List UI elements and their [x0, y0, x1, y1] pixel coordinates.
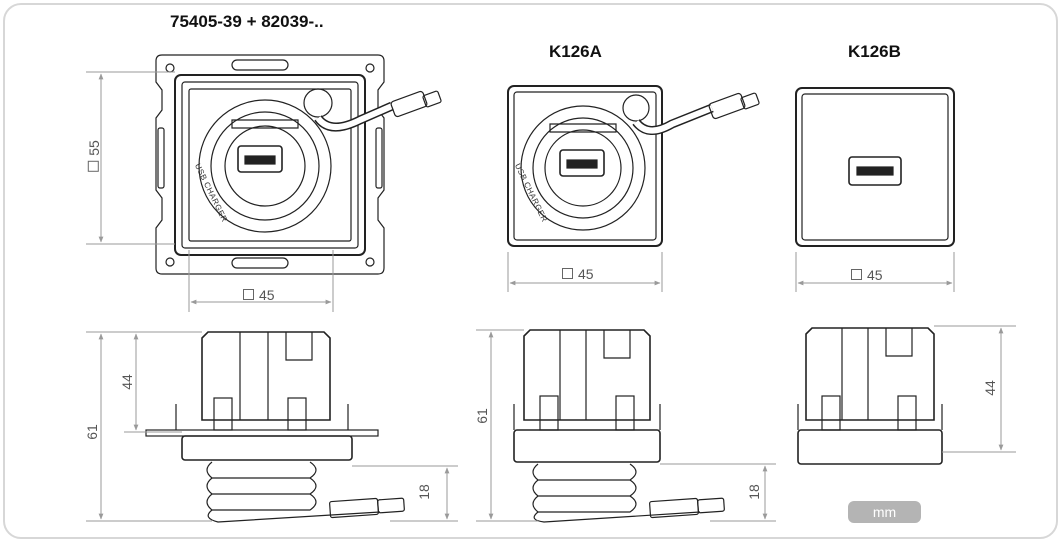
square-symbol — [562, 268, 573, 279]
usb-plug — [708, 92, 746, 120]
plate-tab-right — [375, 127, 383, 189]
cover-frame-outer — [174, 74, 366, 256]
title-product3: K126B — [848, 42, 901, 61]
dim-p1-width: 45 — [243, 287, 275, 303]
dim-p3-width: 45 — [851, 267, 883, 283]
mounting-plate-edge — [145, 429, 379, 437]
dim-p2-total: 61 — [473, 408, 490, 424]
dim-value: 45 — [578, 266, 594, 282]
base — [181, 435, 353, 461]
dim-value: 45 — [867, 267, 883, 283]
insert-tab — [549, 123, 617, 133]
usb-port-tongue — [856, 166, 894, 176]
product1-side-view — [145, 331, 405, 523]
body-top — [523, 329, 651, 421]
dim-value: 45 — [259, 287, 275, 303]
product2-front-view — [507, 85, 760, 247]
square-symbol — [87, 160, 99, 172]
p1-front-dims — [86, 71, 334, 312]
clip-left — [539, 395, 559, 431]
body-top — [805, 327, 935, 421]
unit-badge: mm — [848, 501, 921, 523]
round-insert-ring — [210, 111, 320, 221]
dim-value: 55 — [85, 140, 102, 156]
screw-bl — [165, 257, 175, 267]
dim-p1-body: 44 — [118, 374, 135, 390]
usb-port — [559, 149, 605, 177]
title-product1: 75405-39 + 82039-.. — [170, 12, 324, 31]
round-insert-outer — [198, 99, 332, 233]
usb-plug-tip — [377, 497, 405, 514]
round-insert-inner — [224, 125, 306, 207]
coiled-cable — [532, 463, 701, 523]
screw-br — [365, 257, 375, 267]
round-insert-inner — [544, 129, 622, 207]
product1-front-view — [155, 54, 442, 275]
usb-plug — [390, 90, 428, 118]
screw-tl — [165, 63, 175, 73]
dim-p1-cable: 18 — [415, 484, 432, 500]
drawing-frame — [3, 3, 1058, 539]
product3-front-view — [795, 87, 955, 247]
base — [797, 429, 943, 465]
p3-front-dims — [795, 252, 955, 292]
base — [513, 429, 661, 463]
square-symbol — [243, 289, 254, 300]
cover-frame-inner — [181, 81, 359, 249]
p1-side-dims — [86, 331, 458, 522]
cover-outer — [795, 87, 955, 247]
clip-right — [897, 395, 917, 431]
usb-plug-tip — [740, 92, 760, 110]
dim-p3-body: 44 — [981, 380, 998, 396]
dim-p2-cable: 18 — [745, 484, 762, 500]
round-insert-outer — [520, 105, 646, 231]
usb-port-tongue — [244, 155, 276, 165]
usb-port — [237, 145, 283, 173]
module-face — [188, 88, 352, 242]
cable-exit — [622, 94, 650, 122]
plate-tab-left — [157, 127, 165, 189]
product3-side-view — [797, 327, 943, 465]
cover-frame-outer — [507, 85, 663, 247]
usb-plug-tip — [697, 497, 725, 514]
usb-plug-tip — [422, 90, 442, 108]
dim-p2-width: 45 — [562, 266, 594, 282]
coiled-cable — [206, 461, 381, 523]
mounting-plate — [155, 54, 385, 275]
clip-left — [213, 397, 233, 431]
screw-tr — [365, 63, 375, 73]
cover-inner — [801, 93, 949, 241]
usb-port-tongue — [566, 159, 598, 169]
cable-exit — [303, 88, 333, 118]
cover-frame-inner — [513, 91, 657, 241]
plate-slot-bottom — [231, 257, 289, 269]
clip-right — [615, 395, 635, 431]
body-top — [201, 331, 331, 421]
dim-p1-height: 55 — [86, 140, 102, 172]
p3-side-dims — [934, 325, 1016, 453]
square-symbol — [851, 269, 862, 280]
usb-port — [848, 156, 902, 186]
p2-side-dims — [476, 329, 776, 522]
dim-p1-total: 61 — [83, 424, 100, 440]
p2-front-dims — [507, 252, 663, 292]
insert-tab — [231, 119, 299, 129]
title-product2: K126A — [549, 42, 602, 61]
clip-right — [287, 397, 307, 431]
product2-side-view — [513, 329, 725, 523]
clip-left — [821, 395, 841, 431]
plate-slot-top — [231, 59, 289, 71]
round-insert-ring — [532, 117, 634, 219]
